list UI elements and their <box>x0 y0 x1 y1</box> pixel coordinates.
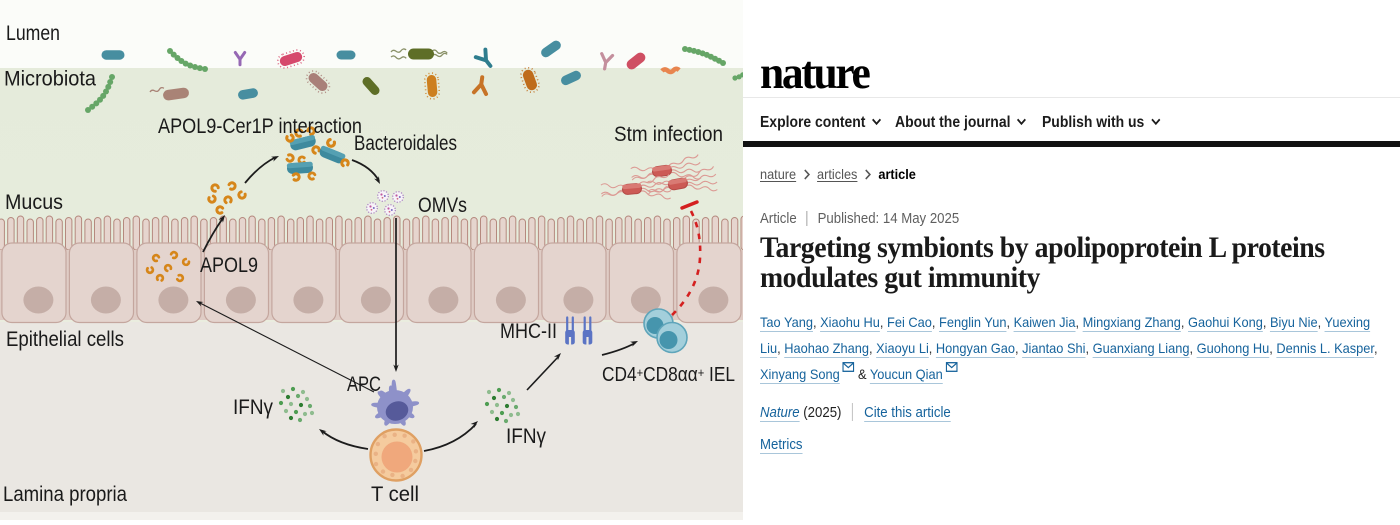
svg-text:Mucus: Mucus <box>5 191 63 214</box>
svg-text:MHC-II: MHC-II <box>500 320 557 343</box>
svg-text:APC: APC <box>347 373 381 396</box>
svg-text:APOL9-Cer1P interaction: APOL9-Cer1P interaction <box>158 115 362 138</box>
svg-text:Lamina propria: Lamina propria <box>3 483 127 506</box>
svg-text:Epithelial cells: Epithelial cells <box>6 328 124 351</box>
svg-text:APOL9: APOL9 <box>200 254 258 277</box>
svg-text:Bacteroidales: Bacteroidales <box>354 132 457 155</box>
svg-text:Stm infection: Stm infection <box>614 123 723 146</box>
svg-text:OMVs: OMVs <box>418 194 467 217</box>
svg-text:T cell: T cell <box>371 483 419 506</box>
svg-text:CD4+CD8αα+ IEL: CD4+CD8αα+ IEL <box>602 364 735 386</box>
svg-text:Microbiota: Microbiota <box>4 68 96 91</box>
svg-text:Lumen: Lumen <box>6 22 60 45</box>
svg-text:IFNγ: IFNγ <box>233 396 273 419</box>
svg-text:IFNγ: IFNγ <box>506 425 546 448</box>
